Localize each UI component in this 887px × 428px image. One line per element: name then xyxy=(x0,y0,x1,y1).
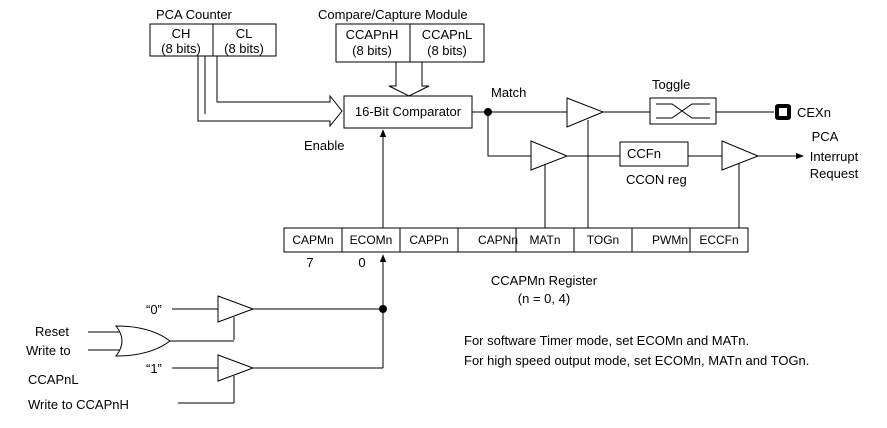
one-input: “1” xyxy=(146,361,162,376)
cl-register xyxy=(212,23,277,57)
ccapnl-write-label: CCAPnL xyxy=(28,372,79,387)
bit-capmn: CAPMn xyxy=(292,233,333,247)
toggle-box xyxy=(649,97,717,125)
ch-bus-arrow xyxy=(197,56,343,128)
ccapnl-bits: (8 bits) xyxy=(427,43,467,58)
interrupt-line1: PCA xyxy=(812,129,839,144)
bit-eccfn: ECCFn xyxy=(699,233,738,247)
one-buffer-gate xyxy=(217,354,255,382)
bit-0-label: 0 xyxy=(358,255,365,270)
pca-counter-title: PCA Counter xyxy=(156,7,233,22)
ccapnh-label: CCAPnH xyxy=(346,27,399,42)
write-to-label: Write to xyxy=(26,343,71,358)
bit-togn: TOGn xyxy=(587,233,619,247)
ccf-and-gate xyxy=(530,140,569,171)
ch-register xyxy=(149,23,214,57)
note-timer-mode: For software Timer mode, set ECOMn and M… xyxy=(464,333,749,348)
ch-bits: (8 bits) xyxy=(161,41,201,56)
bit-pwmn: PWMn xyxy=(652,233,688,247)
cexn-label: CEXn xyxy=(797,105,831,120)
ccfn-label: CCFn xyxy=(627,146,661,161)
ccapnl-register xyxy=(409,23,485,63)
bit-capnn: CAPNn xyxy=(478,233,518,247)
zero-buffer-gate xyxy=(217,295,255,323)
interrupt-and-gate xyxy=(721,140,760,171)
register-title: CCAPMn Register xyxy=(491,273,598,288)
bit-cappn: CAPPn xyxy=(409,233,448,247)
toggle-cross-icon xyxy=(656,103,710,119)
bit-7-label: 7 xyxy=(306,255,313,270)
cl-label: CL xyxy=(236,26,253,41)
ccapmn-register xyxy=(283,227,749,253)
ccfn-box xyxy=(619,141,689,167)
ccon-reg-label: CCON reg xyxy=(626,172,687,187)
enable-label: Enable xyxy=(304,138,344,153)
toggle-and-gate xyxy=(566,97,605,128)
ccapnh-register xyxy=(335,23,411,63)
toggle-label: Toggle xyxy=(652,77,690,92)
comparator-label: 16-Bit Comparator xyxy=(355,104,462,119)
cl-bits: (8 bits) xyxy=(224,41,264,56)
note-high-speed-mode: For high speed output mode, set ECOMn, M… xyxy=(464,353,809,368)
ch-label: CH xyxy=(172,26,191,41)
write-ccapnh-label: Write to CCAPnH xyxy=(28,397,129,412)
ccapnh-bits: (8 bits) xyxy=(352,43,392,58)
ccapnl-label: CCAPnL xyxy=(422,27,473,42)
reset-or-gate xyxy=(114,325,171,357)
interrupt-line2: Interrupt xyxy=(810,149,859,164)
match-label: Match xyxy=(491,85,526,100)
ccm-title: Compare/Capture Module xyxy=(318,7,468,22)
zero-input: “0” xyxy=(146,302,162,317)
ccap-bus-arrow xyxy=(388,62,430,97)
bit-matn: MATn xyxy=(529,233,560,247)
reset-label: Reset xyxy=(35,324,69,339)
register-subtitle: (n = 0, 4) xyxy=(518,291,570,306)
bit-ecomn: ECOMn xyxy=(350,233,393,247)
interrupt-line3: Request xyxy=(810,166,859,181)
